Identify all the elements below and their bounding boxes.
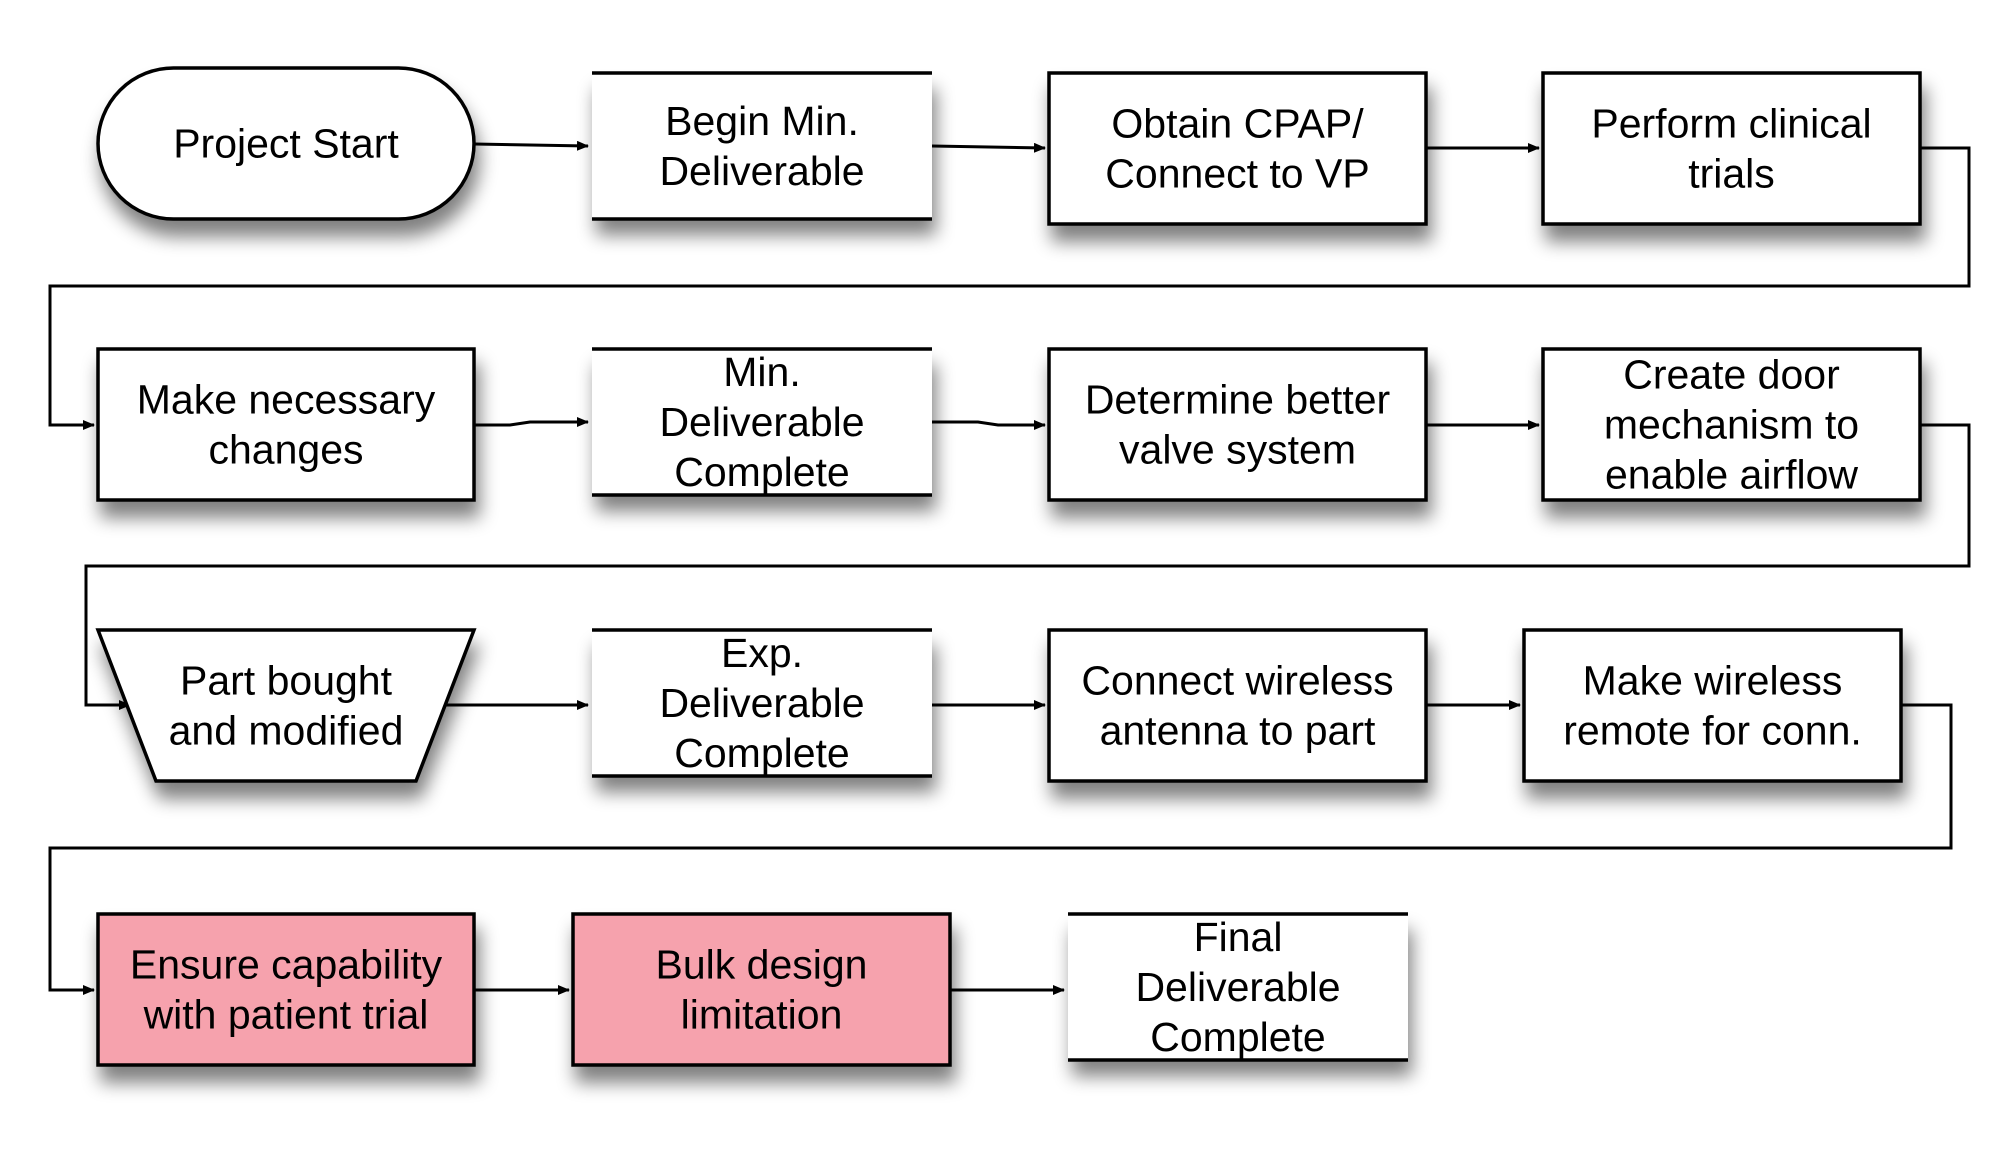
node-label-line: trials xyxy=(1688,151,1775,197)
node-label-line: Deliverable xyxy=(1135,964,1340,1010)
connector-arrow xyxy=(931,142,1046,153)
connector-arrow xyxy=(48,146,1971,430)
node-obtain-cpap: Obtain CPAP/Connect to VP xyxy=(1047,71,1428,226)
connector-arrow xyxy=(84,423,1971,710)
node-label-line: Part bought xyxy=(180,658,393,704)
node-label-line: antenna to part xyxy=(1100,708,1376,754)
manual-operation-shape xyxy=(95,628,477,783)
process-shape xyxy=(571,912,952,1067)
connector-arrow xyxy=(932,420,1046,430)
node-label-line: Connect to VP xyxy=(1105,151,1369,197)
process-shape xyxy=(1522,628,1903,783)
node-label-line: with patient trial xyxy=(143,992,429,1038)
connector-arrow xyxy=(474,417,589,427)
node-label: Obtain CPAP/Connect to VP xyxy=(1105,101,1369,197)
node-label-line: limitation xyxy=(681,992,843,1038)
node-label-line: Begin Min. xyxy=(665,98,859,144)
node-label-line: and modified xyxy=(169,708,404,754)
process-shape xyxy=(1541,347,1922,502)
process-shape xyxy=(1047,628,1428,783)
node-label: Begin Min.Deliverable xyxy=(659,98,864,194)
deliverable-shape xyxy=(592,628,932,778)
terminal-shape xyxy=(96,66,476,221)
node-label-line: Perform clinical xyxy=(1591,101,1871,147)
node-label-line: Ensure capability xyxy=(130,942,443,988)
deliverable-shape xyxy=(592,71,932,221)
node-label-line: Create door xyxy=(1623,352,1840,398)
node-label-line: Exp. xyxy=(721,630,803,676)
node-label-line: Deliverable xyxy=(659,148,864,194)
process-shape xyxy=(1541,71,1922,226)
node-label-line: Complete xyxy=(1150,1014,1325,1060)
node-label-line: remote for conn. xyxy=(1563,708,1862,754)
node-label-line: enable airflow xyxy=(1605,452,1858,498)
connector-arrow xyxy=(48,703,1953,995)
deliverable-shape xyxy=(592,347,932,497)
deliverable-shape xyxy=(1068,912,1408,1062)
node-label: Project Start xyxy=(173,121,399,167)
process-shape xyxy=(96,347,476,502)
node-label-line: Obtain CPAP/ xyxy=(1111,101,1364,147)
process-shape xyxy=(1047,71,1428,226)
node-label-line: mechanism to xyxy=(1604,402,1859,448)
node-label-line: valve system xyxy=(1119,427,1356,473)
process-shape xyxy=(96,912,476,1067)
node-project-start: Project Start xyxy=(96,66,476,221)
node-label-line: Project Start xyxy=(173,121,399,167)
connector-arrow xyxy=(473,140,589,151)
node-begin-min-deliverable: Begin Min.Deliverable xyxy=(592,71,932,221)
node-label-line: Make wireless xyxy=(1583,658,1843,704)
node-label-line: Determine better xyxy=(1085,377,1390,423)
node-label-line: changes xyxy=(208,427,363,473)
node-label-line: Deliverable xyxy=(659,680,864,726)
node-label-line: Min. xyxy=(723,349,800,395)
node-label-line: Bulk design xyxy=(656,942,868,988)
node-label-line: Deliverable xyxy=(659,399,864,445)
node-label-line: Connect wireless xyxy=(1081,658,1393,704)
node-label-line: Complete xyxy=(674,449,849,495)
node-label-line: Complete xyxy=(674,730,849,776)
node-label-line: Final xyxy=(1194,914,1283,960)
connectors-layer xyxy=(48,140,1971,995)
process-shape xyxy=(1047,347,1428,502)
node-label-line: Make necessary xyxy=(137,377,436,423)
